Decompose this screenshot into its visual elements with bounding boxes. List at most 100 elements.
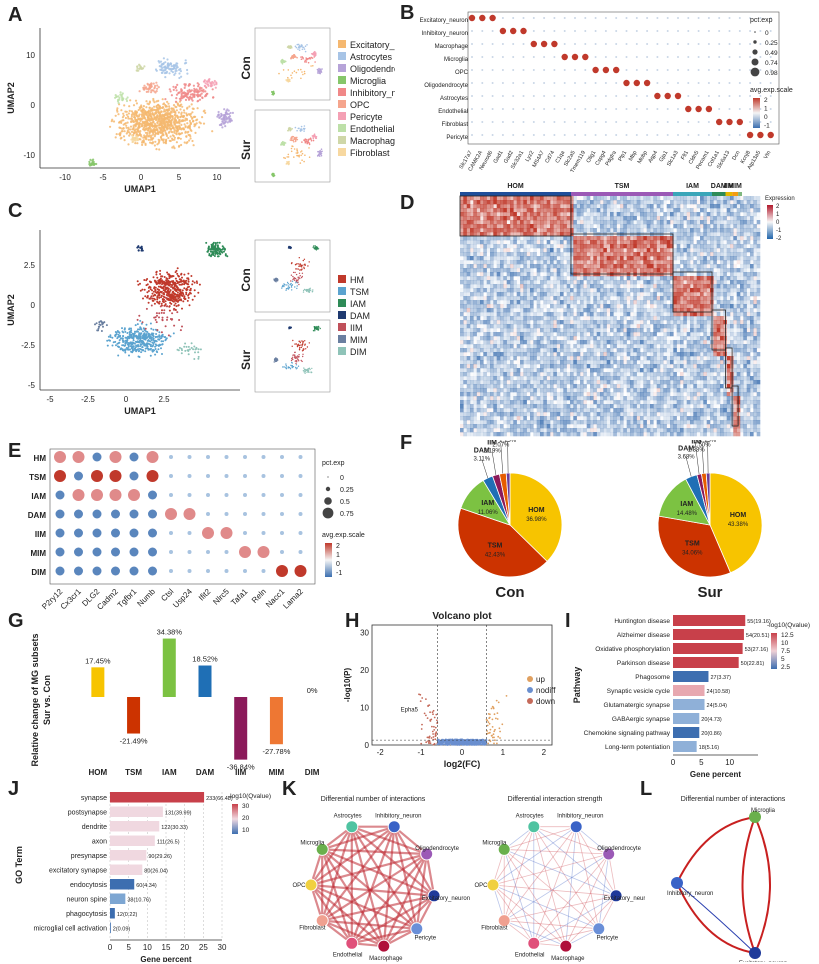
c-umap-point bbox=[216, 255, 219, 258]
b-dot bbox=[687, 17, 690, 19]
a-umap-point bbox=[178, 76, 181, 80]
d-heat-cell bbox=[720, 204, 724, 209]
c-umap-point bbox=[124, 342, 127, 344]
b-dot bbox=[677, 43, 679, 45]
a-umap-point bbox=[166, 63, 169, 66]
c-small-point bbox=[308, 288, 310, 291]
c-xtick: 2.5 bbox=[158, 395, 170, 404]
d-heat-cell bbox=[543, 224, 547, 229]
d-heat-cell bbox=[486, 216, 491, 221]
a-umap-point bbox=[153, 117, 156, 120]
d-heat-cell bbox=[576, 204, 581, 209]
c-umap-point bbox=[197, 348, 200, 351]
a-ylabel: UMAP2 bbox=[6, 82, 16, 114]
d-heat-cell bbox=[663, 244, 667, 249]
d-heat-cell bbox=[563, 208, 567, 213]
d-heat-cell bbox=[720, 240, 724, 245]
a-umap-point bbox=[215, 81, 218, 84]
a-umap-point bbox=[174, 67, 177, 70]
b-color-label: 0 bbox=[764, 114, 768, 121]
d-heat-cell bbox=[623, 240, 627, 245]
a-umap-point bbox=[189, 137, 192, 140]
c-umap-point bbox=[179, 280, 181, 283]
c-umap-point bbox=[141, 341, 144, 344]
c-umap-point bbox=[122, 341, 125, 343]
c-small-point bbox=[306, 369, 309, 371]
a-legend-swatch bbox=[338, 88, 346, 96]
c-small-point bbox=[298, 265, 300, 267]
d-heat-cell bbox=[526, 208, 531, 213]
b-dot bbox=[625, 108, 628, 110]
c-umap-point bbox=[140, 343, 143, 346]
a-umap-point bbox=[188, 133, 191, 137]
d-heat-cell bbox=[556, 216, 561, 221]
d-heat-cell bbox=[726, 232, 731, 237]
d-heat-cell bbox=[653, 244, 657, 249]
d-heat-cell bbox=[570, 196, 574, 201]
c-small-point bbox=[286, 284, 288, 286]
a-umap-point bbox=[129, 125, 133, 128]
a-small-point bbox=[291, 77, 293, 79]
d-heat-cell bbox=[716, 232, 721, 237]
a-umap-point bbox=[136, 138, 140, 141]
c-umap-point bbox=[139, 319, 142, 322]
c-umap-point bbox=[155, 321, 158, 324]
c-umap-point bbox=[157, 279, 160, 282]
b-size-dot bbox=[752, 49, 758, 55]
c-umap-point bbox=[172, 287, 175, 290]
d-heat-cell bbox=[606, 204, 611, 209]
c-umap-point bbox=[137, 328, 139, 331]
d-heat-cell bbox=[696, 232, 701, 237]
a-umap-point bbox=[163, 110, 167, 113]
d-heat-cell bbox=[556, 220, 561, 225]
d-heat-cell bbox=[690, 216, 694, 221]
b-dot bbox=[512, 108, 515, 110]
c-umap-point bbox=[139, 327, 142, 330]
d-heat-cell bbox=[653, 236, 657, 241]
d-heat-cell bbox=[596, 200, 601, 205]
d-heat-cell bbox=[686, 240, 691, 245]
d-heat-cell bbox=[570, 216, 574, 221]
d-heat-cell bbox=[480, 236, 484, 241]
a-umap-point bbox=[164, 129, 167, 132]
c-small-point bbox=[294, 286, 296, 288]
a-umap-point bbox=[138, 117, 142, 120]
d-heat-cell bbox=[580, 220, 584, 225]
d-heat-cell bbox=[520, 240, 524, 245]
c-umap-point bbox=[135, 336, 138, 339]
d-heat-cell bbox=[743, 196, 747, 201]
d-heat-cell bbox=[536, 236, 541, 241]
a-umap-point bbox=[118, 96, 121, 99]
d-heat-cell bbox=[640, 200, 644, 205]
d-heat-cell bbox=[703, 232, 707, 237]
c-small-point bbox=[296, 345, 299, 348]
c-umap-point bbox=[170, 285, 173, 288]
d-heat-cell bbox=[576, 248, 581, 253]
c-umap-point bbox=[130, 329, 133, 332]
d-heat-cell bbox=[680, 196, 684, 201]
a-umap-point bbox=[161, 106, 164, 109]
d-heat-cell bbox=[586, 204, 591, 209]
b-dot bbox=[687, 69, 690, 71]
c-legend-swatch bbox=[338, 335, 346, 343]
c-umap-point bbox=[180, 283, 182, 286]
d-heat-cell bbox=[556, 196, 561, 201]
d-heat-cell bbox=[670, 200, 674, 205]
d-heat-cell bbox=[603, 196, 607, 201]
a-umap-point bbox=[159, 121, 162, 124]
c-umap-point bbox=[157, 288, 160, 291]
a-umap-point bbox=[183, 141, 186, 144]
c-umap-point bbox=[184, 280, 187, 283]
a-umap-point bbox=[175, 64, 178, 67]
d-heat-cell bbox=[706, 232, 711, 237]
c-small-point bbox=[317, 248, 320, 250]
d-heat-cell bbox=[470, 208, 474, 213]
d-heat-cell bbox=[486, 208, 491, 213]
a-small-point bbox=[295, 71, 298, 74]
d-heat-cell bbox=[566, 216, 571, 221]
c-umap-point bbox=[214, 248, 217, 250]
b-dot bbox=[738, 43, 741, 45]
d-heat-cell bbox=[510, 204, 514, 209]
d-heat-cell bbox=[676, 244, 681, 249]
b-dot bbox=[471, 30, 473, 32]
